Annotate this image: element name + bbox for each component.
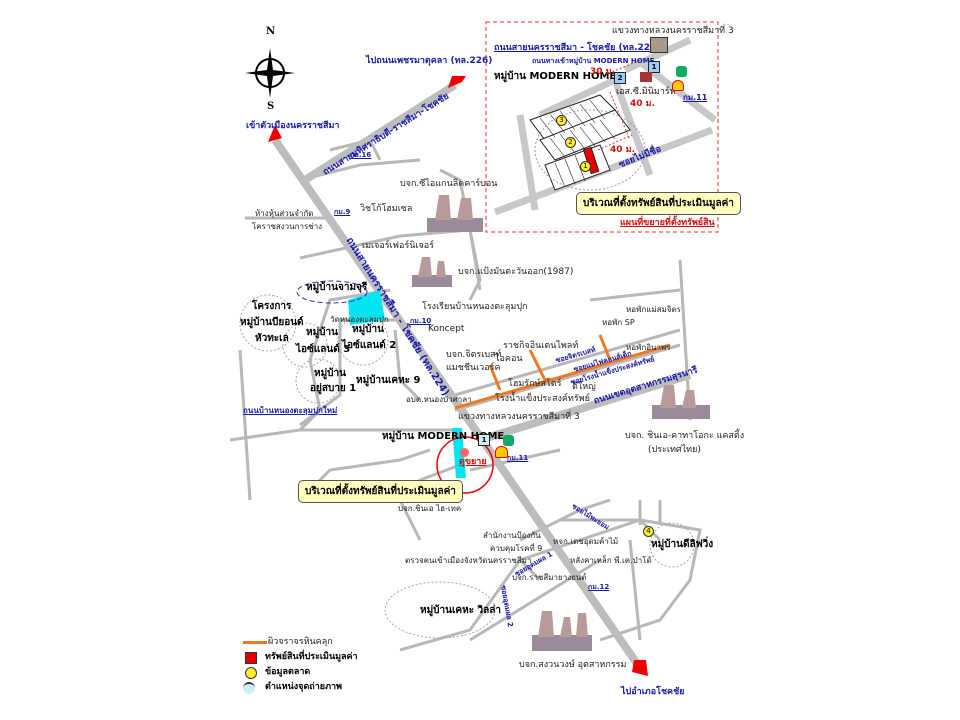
- yoosabai-label-2: อยู่สบาย 1: [310, 383, 357, 394]
- starch-label: บจก.แป้งมันตะวันออก(1987): [458, 267, 574, 277]
- homecell-label: วิชโก้โฮมเซล: [360, 204, 413, 214]
- inset-photo-point-2: 2: [614, 72, 626, 84]
- homerak-label: โฮมรักษ์สโตร์: [508, 379, 562, 389]
- immigration-label: ตรวจคนเข้าเมืองจังหวัดนครราชสีมา: [405, 556, 532, 565]
- sanguanwong-label: บจก.สงวนวงษ์ อุตสาหกรรม: [519, 660, 627, 670]
- inset-office-building-icon: [650, 37, 668, 53]
- jitbest-label-1: บจก.จิตรเบสท์: [446, 350, 502, 360]
- temple-label: วัดหนองตะลุมปุก: [330, 315, 389, 324]
- inset-minimart-icon: [640, 72, 652, 82]
- compass-rose-icon: [245, 48, 295, 102]
- zoom-link[interactable]: ดูขยาย: [459, 457, 487, 467]
- km10-label: กม.10: [410, 317, 432, 325]
- legend-market-data-icon: [245, 667, 257, 679]
- keha-villa-label: หมู่บ้านเคหะ วิลล่า: [420, 605, 502, 616]
- factory-starch-icon: [410, 253, 454, 293]
- iceland2-label-2: ไอซ์แลนด์ 2: [342, 340, 397, 351]
- deeliving-label: หมู่บ้านดีลิฟวิ่ง: [651, 539, 714, 550]
- school-label: โรงเรียนบ้านหนองตะลุมปุก: [422, 302, 528, 312]
- keha9-label: หมู่บ้านเคหะ 9: [356, 375, 421, 386]
- tuiyai-label: ตึใหญ่: [572, 382, 596, 392]
- zoom-marker-icon: [460, 448, 469, 457]
- inset-km11: กม.11: [683, 93, 708, 102]
- property-callout: บริเวณที่ตั้งทรัพย์สินที่ประเมินมูลค่า: [298, 480, 463, 503]
- highway-office-label: แขวงทางหลวงนครราชสีมาที่ 3: [458, 412, 580, 422]
- inset-minimart: เอส.ซี.มินิมาร์ท: [616, 87, 676, 97]
- factory-shinei-icon: [650, 380, 712, 426]
- disease-label-2: ควบคุมโรคที่ 9: [490, 544, 543, 553]
- inset-main-road: ถนนสายนครราชสีมา - โชคชัย (ทล.224): [494, 43, 661, 53]
- legend-photo-point-icon: [243, 682, 255, 694]
- factory-sanguanwong-icon: [530, 605, 594, 659]
- yoosabai-label-1: หมู่บ้าน: [314, 368, 346, 379]
- legend-property-icon: [245, 652, 257, 664]
- inset-photo-point-1: 1: [648, 61, 660, 73]
- roof-label: หลังคาเหล็ก พี.เค.ป่าโด้: [570, 556, 652, 565]
- tyre-label: บจก.ราชสีมายางยนต์: [512, 573, 587, 582]
- compass-north: N: [266, 26, 276, 37]
- inset-market-point-2: 2: [565, 137, 576, 148]
- iceland2-label-1: หมู่บ้าน: [352, 324, 384, 335]
- legend-label: ผิวจราจรหินคลุก: [268, 637, 333, 647]
- beyond-label-1: โครงการ: [252, 301, 292, 312]
- disease-label-1: สำนักงานป้องกัน: [483, 531, 541, 540]
- shop-label-1: ห้างหุ้นส่วนจำกัด: [255, 209, 314, 218]
- shell-icon: [495, 446, 508, 458]
- shinei-label-1: บจก. ชินเอ-คาทาโอกะ แคสติ้ง: [625, 431, 745, 441]
- photo-point-1: 1: [478, 434, 490, 446]
- inset-property-callout: บริเวณที่ตั้งทรัพย์สินที่ประเมินมูลค่า: [576, 192, 741, 215]
- compass-south: S: [267, 101, 275, 112]
- legend-label: ทรัพย์สินที่ประเมินมูลค่า: [265, 652, 358, 662]
- koncept-label: Koncept: [428, 324, 465, 334]
- jitbest-label-2: แมชชีนเวอร์ค: [446, 363, 501, 373]
- inset-market-point-1: 1: [580, 161, 591, 172]
- to-city-label: เข้าตัวเมืองนครราชสีมา: [246, 121, 340, 131]
- iceland3-label-2: ไอซ์แลนด์ 3: [296, 344, 351, 355]
- shinei-label-2: (ประเทศไทย): [648, 445, 701, 455]
- km9-label: กม.9: [334, 208, 351, 216]
- inset-dist-40b: 40 ม.: [610, 145, 636, 155]
- inset-entrance-road: ถนนทางเข้าหมู่บ้าน MODERN HOME: [532, 57, 655, 65]
- inset-gas-station-icon: [676, 66, 687, 77]
- iceland3-label-1: หมู่บ้าน: [306, 327, 338, 338]
- dorm1-label: หอพักแม่สมจิตร: [626, 305, 681, 314]
- gas-station-icon: [503, 435, 514, 446]
- timber-label: หจก.เดชอุดมค้าไม้: [553, 537, 619, 546]
- inset-village: หมู่บ้าน MODERN HOME: [494, 71, 617, 82]
- to-hwy226-label: ไปถนนเพชรมาตุคลา (ทล.226): [366, 56, 493, 66]
- icon-label: ไอคอน: [495, 354, 523, 364]
- beyond-label-2: หมู่บ้านบียอนด์: [240, 317, 304, 328]
- hitech-label: บจก.ชินเอ ไฮ-เทค: [398, 504, 462, 513]
- inset-title: แผนที่ขยายที่ตั้งทรัพย์สิน: [620, 218, 715, 228]
- legend-gravel-road-icon: [243, 641, 267, 644]
- legend-label: ข้อมูลตลาด: [265, 667, 311, 677]
- sao-label: อบต.หนองบัวศาลา: [406, 395, 472, 404]
- inset-dist-30: 30 ม.: [590, 67, 616, 77]
- beyond-label-3: หัวทะเล: [255, 333, 289, 344]
- legend-label: ตำแหน่งจุดถ่ายภาพ: [265, 682, 342, 692]
- factory-carbon-icon: [425, 190, 485, 239]
- dorm3-label: หอพักอินาพร: [626, 343, 671, 352]
- inset-market-point-3: 3: [556, 115, 567, 126]
- shop-label-2: โคราชสงวนการช่าง: [252, 222, 323, 231]
- ratchakit-label: ราชกิจอินเตนไพลท์: [503, 341, 579, 351]
- km12-label: กม.12: [588, 583, 610, 591]
- furniture-label: เมเจอร์เฟอร์นิเจอร์: [362, 241, 435, 251]
- jamjuree-label: หมู่บ้านจามจุรี: [306, 282, 368, 293]
- inset-shell-icon: [672, 80, 684, 91]
- modern-home-label: หมู่บ้าน MODERN HOME: [382, 431, 505, 442]
- inset-dist-40a: 40 ม.: [630, 99, 656, 109]
- km16-label: กม.16: [350, 151, 372, 159]
- to-chokchai-label: ไปอำเภอโชคชัย: [621, 687, 685, 697]
- new-road-label: ถนนบ้านหนองตะลุมปุกใหม่: [243, 406, 338, 415]
- carbon-label: บจก.ซีไอแกนลิคคาร์บอน: [400, 179, 498, 189]
- km11-label: กม.11: [507, 454, 529, 462]
- market-point-4: 4: [643, 526, 654, 537]
- ice-factory-label: โรงน้ำแข็งประสงค์ทรัพย์: [495, 394, 590, 404]
- inset-highway-office: แขวงทางหลวงนครราชสีมาที่ 3: [612, 26, 734, 36]
- dorm2-label: หอพัก SP: [602, 318, 635, 327]
